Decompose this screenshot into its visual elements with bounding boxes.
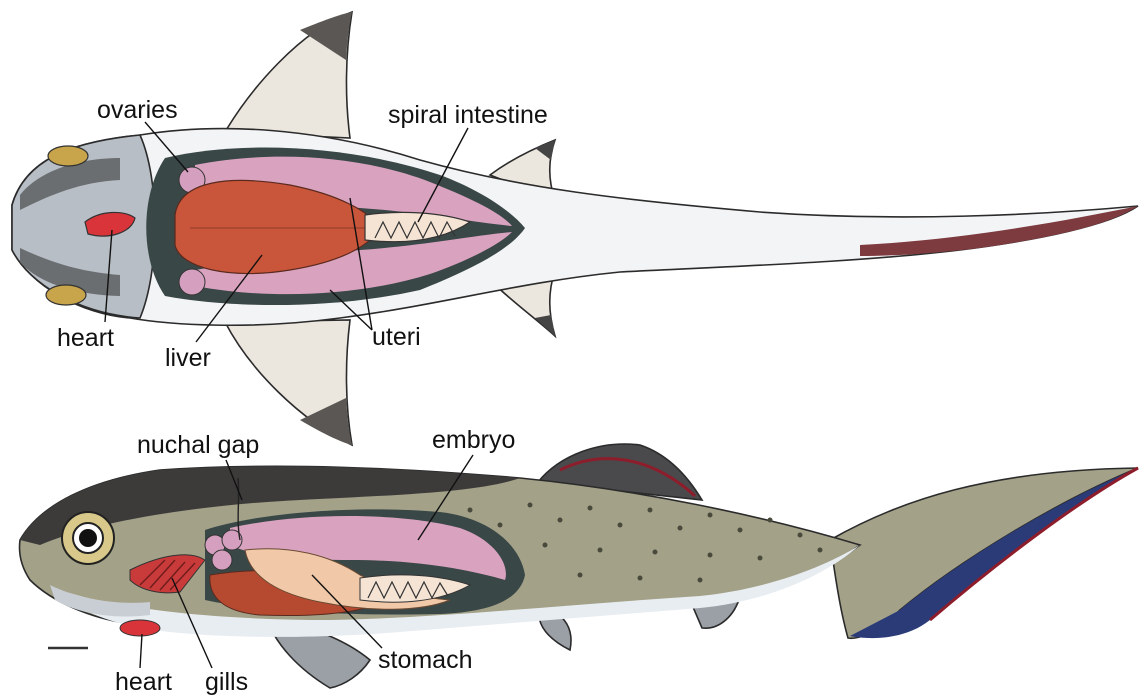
top-eye-upper [48,146,88,166]
label-heart-bottom: heart [115,668,172,696]
lateral-view-shark [19,444,1138,688]
label-ovaries: ovaries [97,96,178,124]
label-uteri: uteri [372,323,421,351]
label-heart-top: heart [57,324,114,352]
label-embryo: embryo [432,426,515,454]
ventral-view-shark [12,12,1138,445]
label-gills: gills [205,668,248,696]
top-eye-lower [46,285,86,305]
label-stomach: stomach [378,646,472,674]
label-spiral-intestine: spiral intestine [388,101,548,129]
bottom-heart [120,620,160,636]
label-nuchal-gap: nuchal gap [137,431,259,459]
top-ovary-lower [179,269,205,295]
bottom-pupil [79,529,97,547]
label-liver: liver [165,344,211,372]
leader-heart-bottom [140,634,142,668]
